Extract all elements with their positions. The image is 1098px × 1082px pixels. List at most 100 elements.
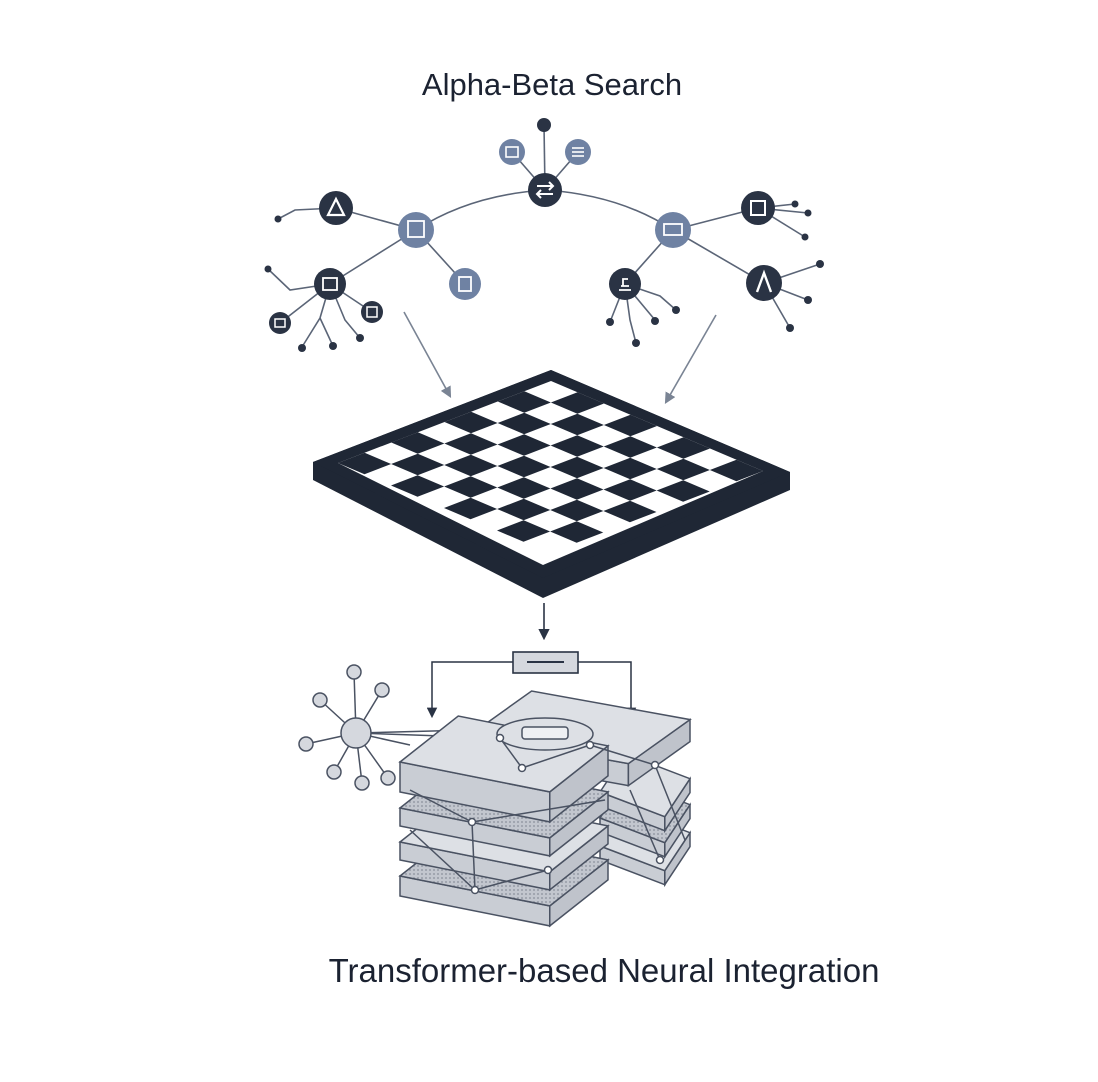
arrow-module-right: [578, 661, 637, 719]
leaf-node: [537, 118, 551, 132]
hub-leaf: [298, 736, 314, 752]
layer-node: [585, 740, 595, 750]
hub-leaf: [326, 764, 342, 780]
board-square-dark: [391, 475, 445, 497]
board-square-dark: [550, 392, 604, 414]
leaf-node: [298, 344, 306, 352]
leaf-node: [606, 318, 614, 326]
layer-connection: [499, 737, 523, 769]
layer-node: [495, 733, 505, 743]
top-left-node: [499, 139, 525, 165]
board-square-dark: [603, 479, 657, 501]
leaf-node: [786, 324, 794, 332]
tree-edge: [415, 189, 546, 231]
leaf-node: [801, 233, 809, 241]
board-square-dark: [444, 476, 498, 498]
piece-icon: [322, 277, 338, 291]
layer-connection: [474, 869, 549, 891]
transformer-layers: [398, 690, 692, 928]
layer-left-1: [398, 715, 610, 824]
leaf-node: [804, 209, 812, 217]
board-square-dark: [497, 434, 551, 456]
board-square-dark: [497, 477, 551, 499]
board-square-dark: [656, 437, 710, 459]
layer-connection: [521, 744, 591, 769]
board-square-dark: [550, 435, 604, 457]
board-square-dark: [603, 414, 657, 437]
board-square-dark: [603, 500, 657, 523]
square-icon: [750, 200, 766, 216]
board-square-dark: [444, 433, 498, 455]
board-square-dark: [550, 521, 604, 543]
leaf-node: [804, 296, 812, 304]
triangle-icon: [326, 196, 346, 217]
chess-board: [313, 370, 790, 598]
board-square-dark: [497, 412, 551, 435]
piece-icon: [619, 278, 631, 291]
board-square-dark: [444, 411, 498, 434]
layer-connection: [409, 829, 476, 891]
layer-node: [543, 865, 553, 875]
arrow-left-to-board: [403, 311, 452, 398]
layer-connection: [471, 799, 606, 823]
hub-leaf: [346, 664, 362, 680]
right-node: [655, 212, 691, 248]
board-square-dark: [656, 458, 710, 481]
board-square-dark: [444, 454, 498, 477]
top-title: Alpha-Beta Search: [422, 67, 682, 102]
layer-connection: [471, 821, 476, 891]
leaf-node: [816, 260, 824, 268]
board-square-dark: [550, 413, 604, 436]
board-square-dark: [709, 459, 763, 482]
leaf-node: [791, 200, 799, 208]
node-small-mid: [361, 301, 383, 323]
box-icon: [274, 318, 286, 328]
board-square-dark: [550, 499, 604, 522]
board-square-dark: [391, 453, 445, 476]
box-icon: [366, 306, 378, 318]
layer-node: [470, 885, 480, 895]
board-square-dark: [497, 455, 551, 478]
node-triangle-left: [319, 191, 353, 225]
board-square-dark: [603, 457, 657, 480]
node-square-right: [741, 191, 775, 225]
leaf-node: [274, 215, 282, 223]
root-node: [528, 173, 562, 207]
swap-arrows-icon: [535, 181, 555, 199]
node-caret-right: [746, 265, 782, 301]
top-right-node: [565, 139, 591, 165]
attention-bar: [521, 726, 569, 740]
leaf-node: [264, 265, 272, 273]
node-piece-right: [609, 268, 641, 300]
leaf-node: [329, 342, 337, 350]
board-square-dark: [603, 436, 657, 458]
hub-center: [340, 717, 372, 749]
hub-leaf: [354, 775, 370, 791]
leaf-node: [632, 339, 640, 347]
board-square-dark: [497, 520, 551, 542]
tree-edge: [544, 189, 674, 231]
search-tree: [267, 124, 821, 348]
hub-leaf: [380, 770, 396, 786]
board-square-dark: [497, 498, 551, 521]
layer-connection: [629, 789, 661, 861]
piece-icon: [458, 276, 472, 292]
hub-leaf: [312, 692, 328, 708]
layer-connection: [409, 789, 473, 823]
piece-icon: [407, 220, 425, 238]
board-square-dark: [497, 391, 551, 413]
layer-node: [467, 817, 477, 827]
tree-icon-nodes: [269, 139, 782, 334]
input-module: [512, 651, 579, 674]
input-hub: [298, 664, 501, 791]
list-icon: [572, 147, 584, 157]
board-square-dark: [338, 452, 392, 475]
layer-node: [650, 760, 660, 770]
left-node: [398, 212, 434, 248]
board-square-dark: [656, 480, 710, 502]
box-icon: [505, 146, 519, 158]
leaf-nodes: [264, 118, 824, 352]
layer-node: [517, 763, 527, 773]
bottom-title: Transformer-based Neural Integration: [329, 952, 880, 989]
arrow-module-left: [426, 661, 513, 719]
